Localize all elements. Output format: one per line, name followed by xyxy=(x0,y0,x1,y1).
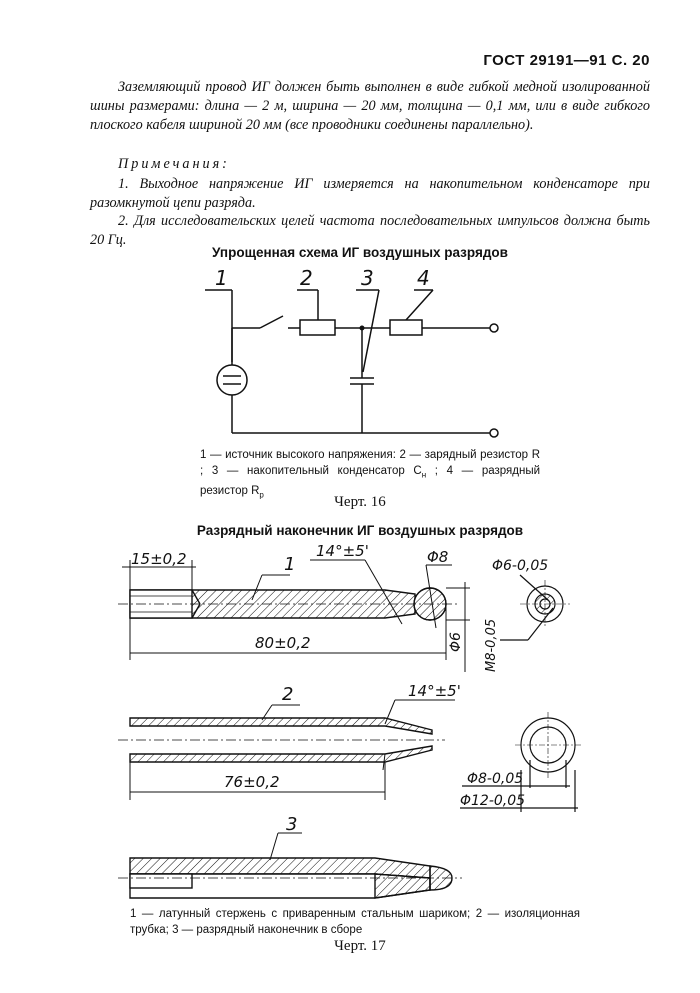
page-header: ГОСТ 29191—91 С. 20 xyxy=(483,52,650,69)
figure16-number: Черт. 16 xyxy=(334,494,386,510)
part2-tube xyxy=(118,717,445,763)
part1-rod xyxy=(118,587,460,621)
fig17-label-3: 3 xyxy=(286,814,297,835)
fig16-label-3: 3 xyxy=(361,266,374,290)
dim-thread-length: 15±0,2 xyxy=(131,550,187,568)
output-terminal-bottom xyxy=(489,428,499,438)
note-1: 1. Выходное напряжение ИГ измеряется на … xyxy=(90,176,650,211)
hv-source-symbol xyxy=(216,364,248,396)
part1-end-view xyxy=(500,574,570,641)
part3-assembly xyxy=(118,857,462,899)
fig17-label-2: 2 xyxy=(282,684,293,705)
dim-inner-diameter: Φ8-0,05 xyxy=(467,771,523,787)
dim-angle-2: 14°±5' xyxy=(408,682,461,700)
dim-end-diameter: Φ6-0,05 xyxy=(492,558,548,574)
figure17-caption: 1 — латунный стержень с приваренным стал… xyxy=(130,908,580,936)
fig16-label-1: 1 xyxy=(215,266,228,290)
figure17-title: Разрядный наконечник ИГ воздушных разряд… xyxy=(196,523,524,538)
fig17-label-1: 1 xyxy=(284,554,295,575)
dim-ball-diameter: Φ8 xyxy=(427,548,448,566)
dim-angle-1: 14°±5' xyxy=(316,542,369,560)
intro-paragraph: Заземляющий провод ИГ должен быть выполн… xyxy=(90,79,650,133)
dim-thread: M8-0,05 xyxy=(484,619,499,672)
dim-length-80: 80±0,2 xyxy=(255,634,311,652)
switch-symbol xyxy=(259,315,284,329)
output-terminal-top xyxy=(489,323,499,333)
dim-outer-diameter: Φ12-0,05 xyxy=(460,793,525,809)
fig16-caption-text2: ; 4 — разрядный резистор R xyxy=(200,465,541,498)
fig16-caption-sub2: р xyxy=(259,490,264,500)
figure16-caption: 1 — источник высокого напряжения: 2 — за… xyxy=(200,447,540,504)
notes-title-text: Примечания: xyxy=(118,156,230,172)
notes-title: Примечания: xyxy=(90,155,650,174)
note-2: 2. Для исследовательских целей частота п… xyxy=(90,213,650,248)
fig16-caption-sub1: н xyxy=(421,470,427,480)
dim-length-76: 76±0,2 xyxy=(224,773,280,791)
figure16-title: Упрощенная схема ИГ воздушных разрядов xyxy=(212,245,508,260)
dim-shaft-diameter: Φ6 xyxy=(448,632,464,652)
fig16-label-4: 4 xyxy=(417,266,430,290)
part2-end-view xyxy=(460,712,582,812)
figure17-number: Черт. 17 xyxy=(334,938,386,954)
fig16-label-2: 2 xyxy=(300,266,313,290)
fig16-caption-text: 1 — источник высокого напряжения: 2 — за… xyxy=(200,449,540,477)
